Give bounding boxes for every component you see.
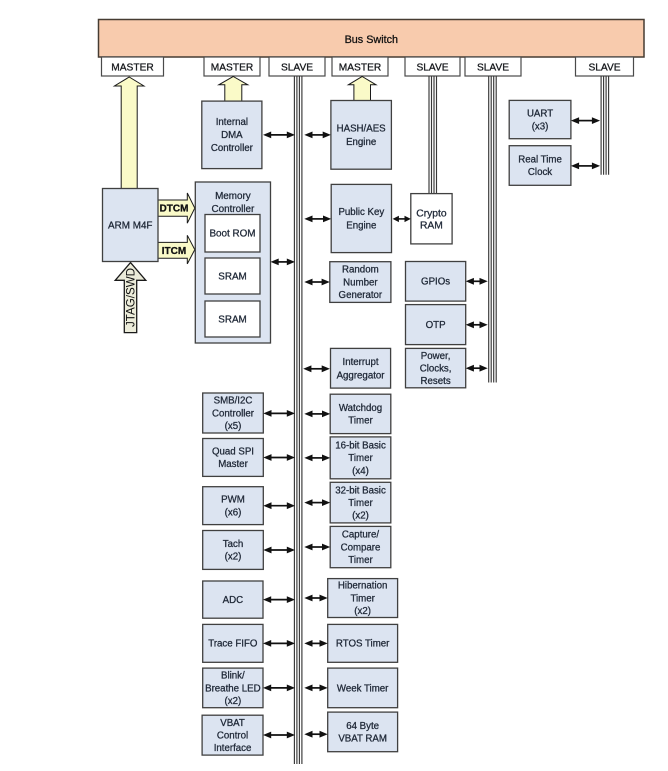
svg-text:Power,Clocks,Resets: Power,Clocks,Resets <box>420 351 452 387</box>
svg-text:SLAVE: SLAVE <box>281 63 313 74</box>
svg-text:Blink/Breathe LED(x2): Blink/Breathe LED(x2) <box>205 671 260 707</box>
svg-text:Trace FIFO: Trace FIFO <box>208 639 258 650</box>
svg-text:Tach(x2): Tach(x2) <box>223 539 243 563</box>
svg-text:UART(x3): UART(x3) <box>527 109 553 133</box>
svg-text:ADC: ADC <box>223 595 243 606</box>
svg-text:RTOS Timer: RTOS Timer <box>336 639 390 650</box>
svg-text:Boot ROM: Boot ROM <box>209 229 255 240</box>
svg-text:SRAM: SRAM <box>218 315 247 326</box>
svg-text:DTCM: DTCM <box>160 204 189 215</box>
svg-text:MASTER: MASTER <box>111 63 153 74</box>
svg-text:GPIOs: GPIOs <box>421 277 450 288</box>
svg-text:Week Timer: Week Timer <box>337 683 389 694</box>
svg-text:MASTER: MASTER <box>339 63 381 74</box>
svg-text:SLAVE: SLAVE <box>588 63 620 74</box>
svg-text:Bus Switch: Bus Switch <box>345 34 398 46</box>
svg-text:JTAG/SWD: JTAG/SWD <box>124 268 137 327</box>
svg-text:SRAM: SRAM <box>218 272 247 283</box>
svg-text:ARM M4F: ARM M4F <box>108 221 152 232</box>
svg-text:MASTER: MASTER <box>211 63 253 74</box>
svg-text:OTP: OTP <box>426 320 446 331</box>
svg-text:SLAVE: SLAVE <box>477 63 509 74</box>
svg-text:SLAVE: SLAVE <box>416 63 448 74</box>
svg-text:PWM(x6): PWM(x6) <box>221 495 245 519</box>
svg-text:ITCM: ITCM <box>162 246 186 257</box>
